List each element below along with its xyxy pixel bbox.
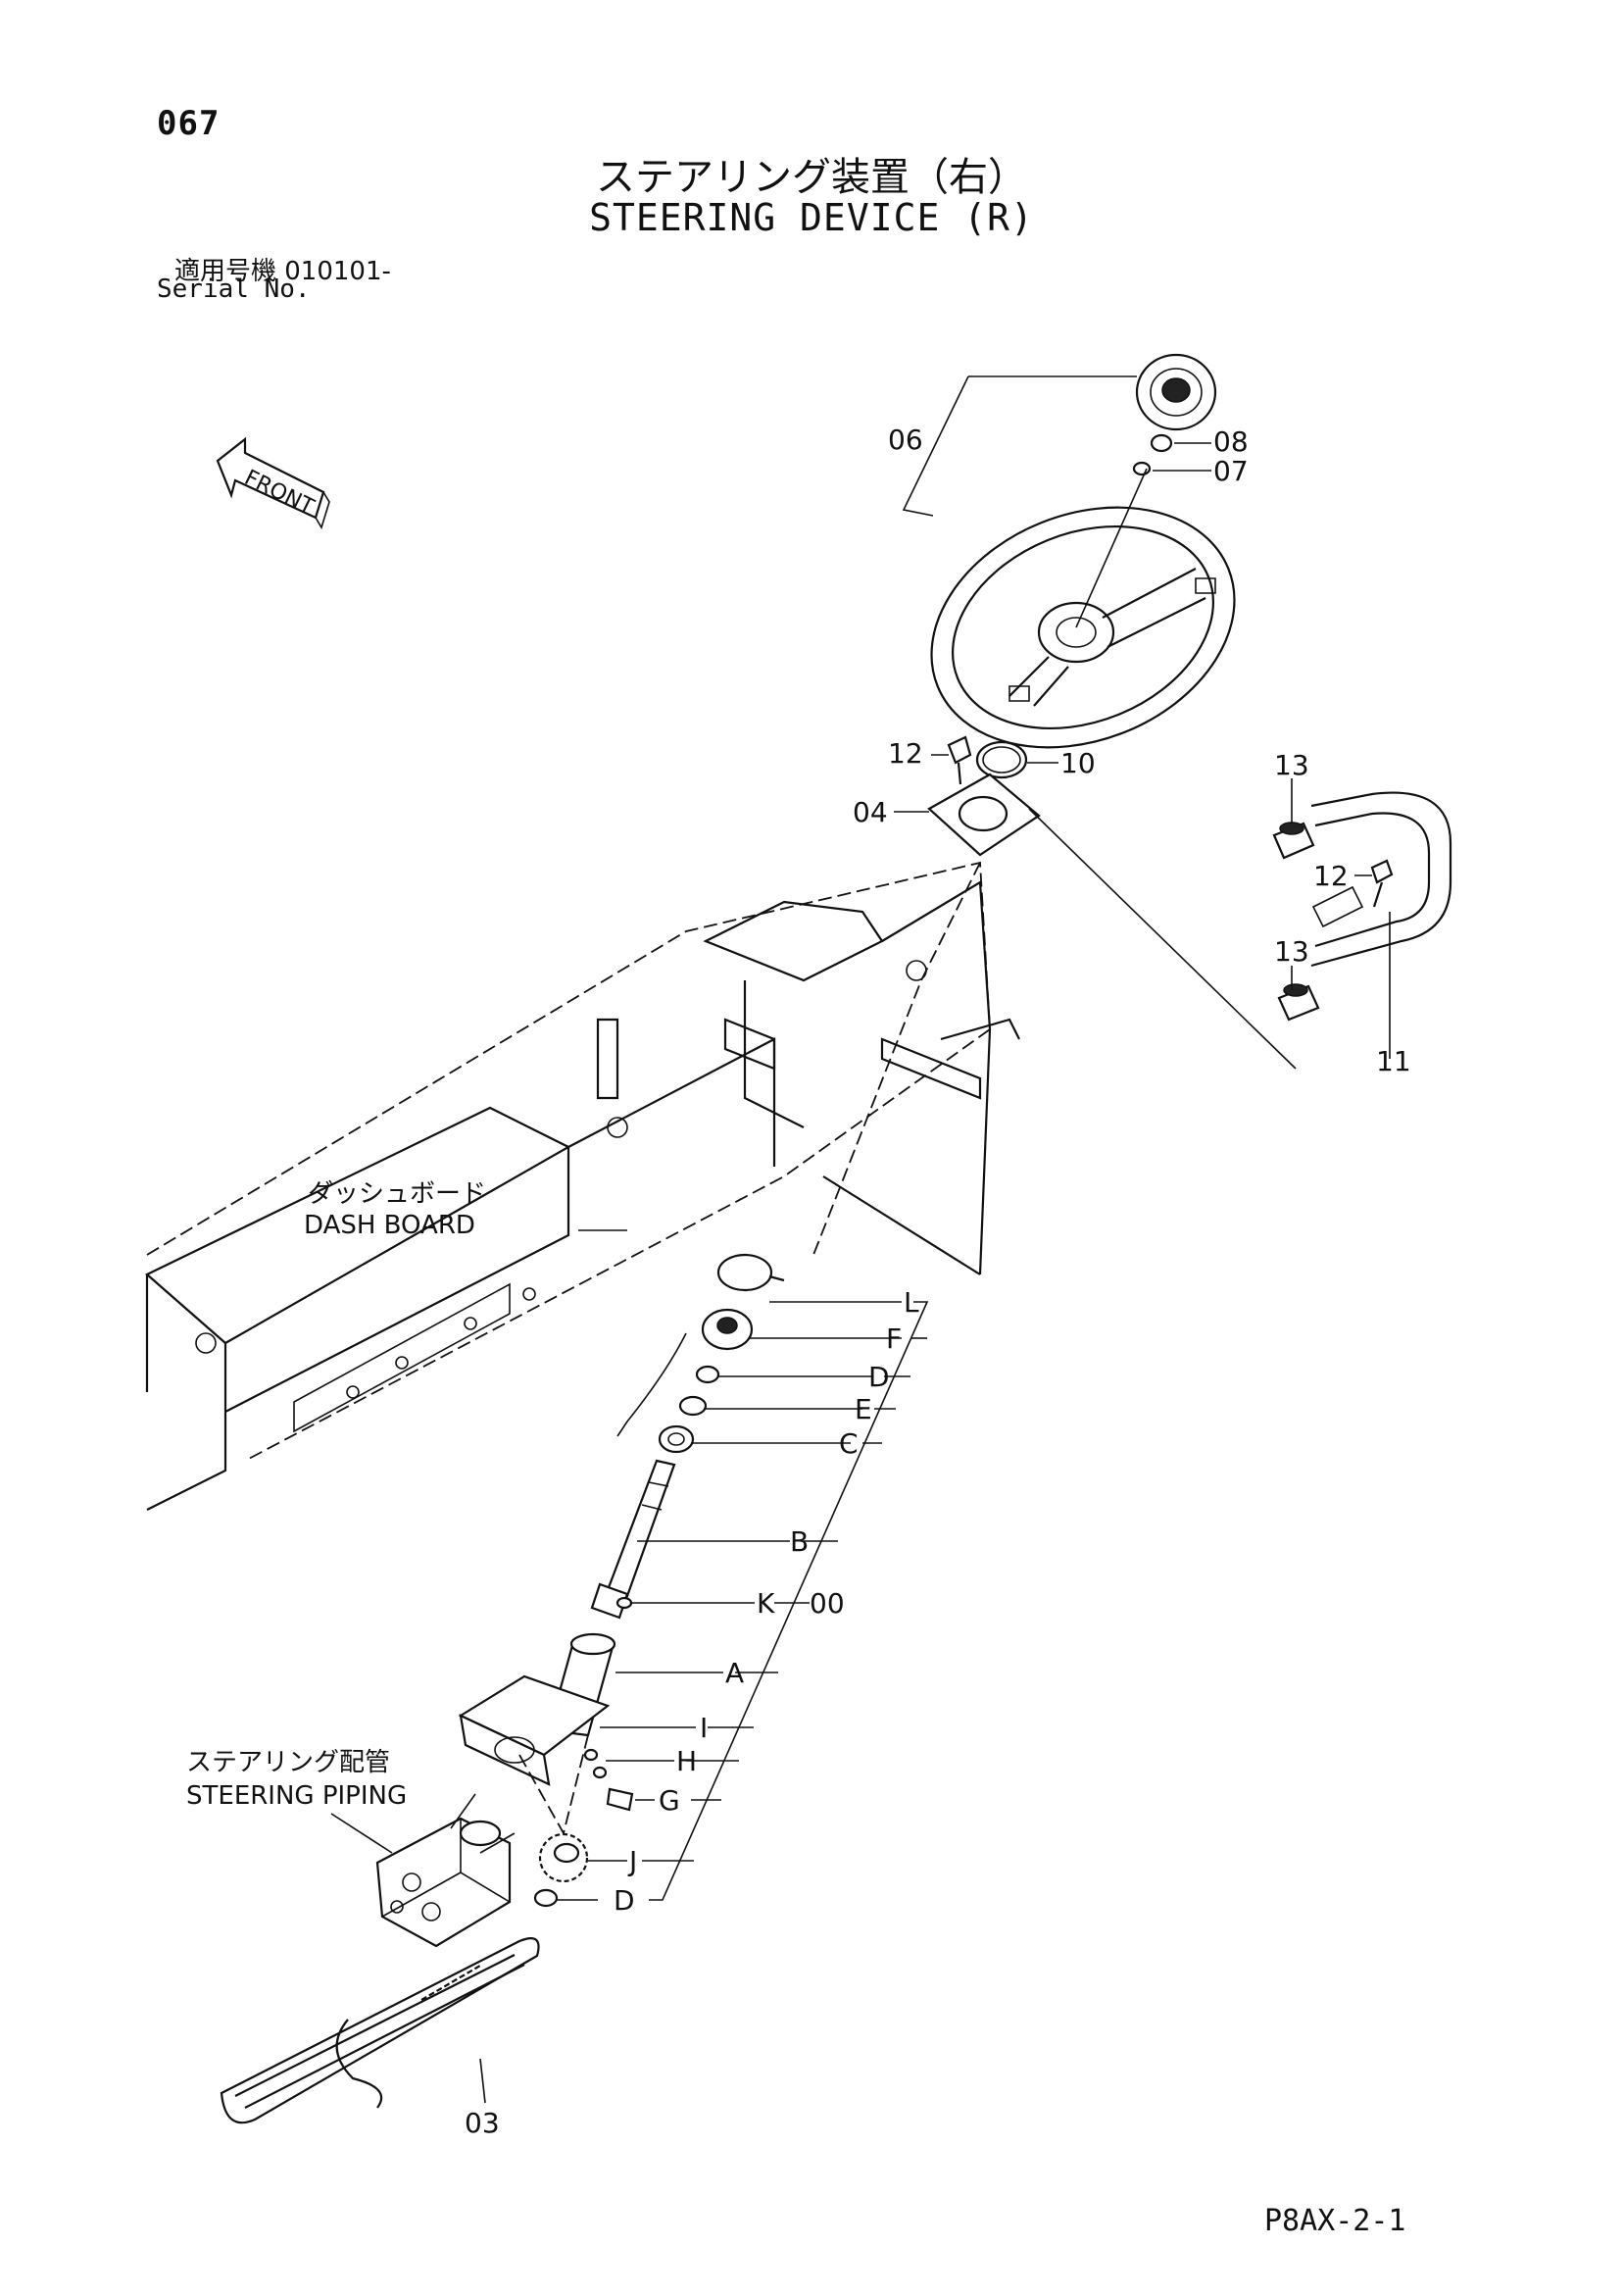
key-K <box>615 1596 633 1610</box>
front-arrow-label: FRONT <box>240 466 318 521</box>
serial-number-label: Serial No. <box>157 275 311 304</box>
page-title-japanese: ステアリング装置（右） <box>596 155 1027 200</box>
label-11: 11 <box>1376 1045 1411 1077</box>
leader-lines <box>330 375 1391 2104</box>
label-A: A <box>725 1657 744 1689</box>
steering-valve <box>375 1817 512 1948</box>
label-13-lower: 13 <box>1274 935 1309 968</box>
label-H: H <box>676 1745 697 1777</box>
label-F: F <box>886 1323 902 1355</box>
footer-page-code: P8AX-2-1 <box>1264 2204 1406 2238</box>
spring-washer-H <box>592 1766 608 1779</box>
horn-cap <box>1135 353 1217 431</box>
nut-08 <box>1150 433 1173 453</box>
dash-board-label-jp: ダッシュボード <box>308 1179 486 1209</box>
cap-F <box>616 1308 754 1437</box>
label-13-upper: 13 <box>1274 749 1309 781</box>
label-D-lower: D <box>614 1884 635 1917</box>
snap-ring-D-lower <box>533 1888 559 1908</box>
sprocket-J <box>538 1832 589 1883</box>
label-L: L <box>904 1286 919 1319</box>
bolt-12 <box>947 735 972 785</box>
label-E: E <box>855 1393 872 1425</box>
clamp-L <box>716 1253 785 1292</box>
snap-ring-E <box>678 1395 708 1417</box>
washer-07 <box>1132 461 1152 476</box>
label-04: 04 <box>853 796 888 828</box>
label-K: K <box>757 1587 775 1620</box>
label-03: 03 <box>465 2107 500 2139</box>
steering-piping-label-jp: ステアリング配管 <box>186 1748 390 1777</box>
dash-board-label-en: DASH BOARD <box>304 1211 475 1240</box>
snap-ring-D-upper <box>695 1365 720 1384</box>
chain-03 <box>220 1937 540 2124</box>
bearing-C <box>658 1424 695 1454</box>
column-bracket-A <box>458 1632 616 1786</box>
ring-10 <box>975 740 1028 779</box>
label-J: J <box>627 1845 637 1877</box>
bolt-G <box>606 1787 634 1812</box>
grab-bar-11 <box>1310 791 1452 968</box>
front-arrow-icon: FRONT <box>216 436 330 529</box>
label-C: C <box>839 1427 859 1460</box>
label-07: 07 <box>1213 455 1249 487</box>
label-12-grab-bar: 12 <box>1313 860 1349 892</box>
part-labels: 06 08 07 12 10 04 13 12 13 11 L F D E C … <box>186 424 1411 2139</box>
steering-wheel <box>930 506 1236 749</box>
washer-I <box>583 1748 599 1762</box>
label-00: 00 <box>810 1587 845 1620</box>
cap-13-upper <box>1272 822 1315 860</box>
page-title-english: STEERING DEVICE (R) <box>589 196 1034 239</box>
page-number: 067 <box>157 104 221 143</box>
cover-plate-04 <box>927 773 1041 857</box>
label-08: 08 <box>1213 425 1249 458</box>
steering-shaft-B <box>590 1459 676 1620</box>
label-B: B <box>790 1525 809 1558</box>
label-12-wheel: 12 <box>888 737 923 770</box>
dashboard-frame <box>145 861 1020 1511</box>
cap-13-lower <box>1277 983 1320 1022</box>
steering-piping-label-en: STEERING PIPING <box>186 1781 407 1811</box>
label-G: G <box>659 1784 680 1817</box>
label-I: I <box>700 1712 708 1744</box>
label-06: 06 <box>888 424 923 456</box>
label-D-upper: D <box>868 1361 890 1393</box>
serial-range-label: 適用号機 010101- <box>174 257 391 286</box>
label-10: 10 <box>1060 747 1096 779</box>
bolt-12-grab-bar <box>1370 859 1394 908</box>
